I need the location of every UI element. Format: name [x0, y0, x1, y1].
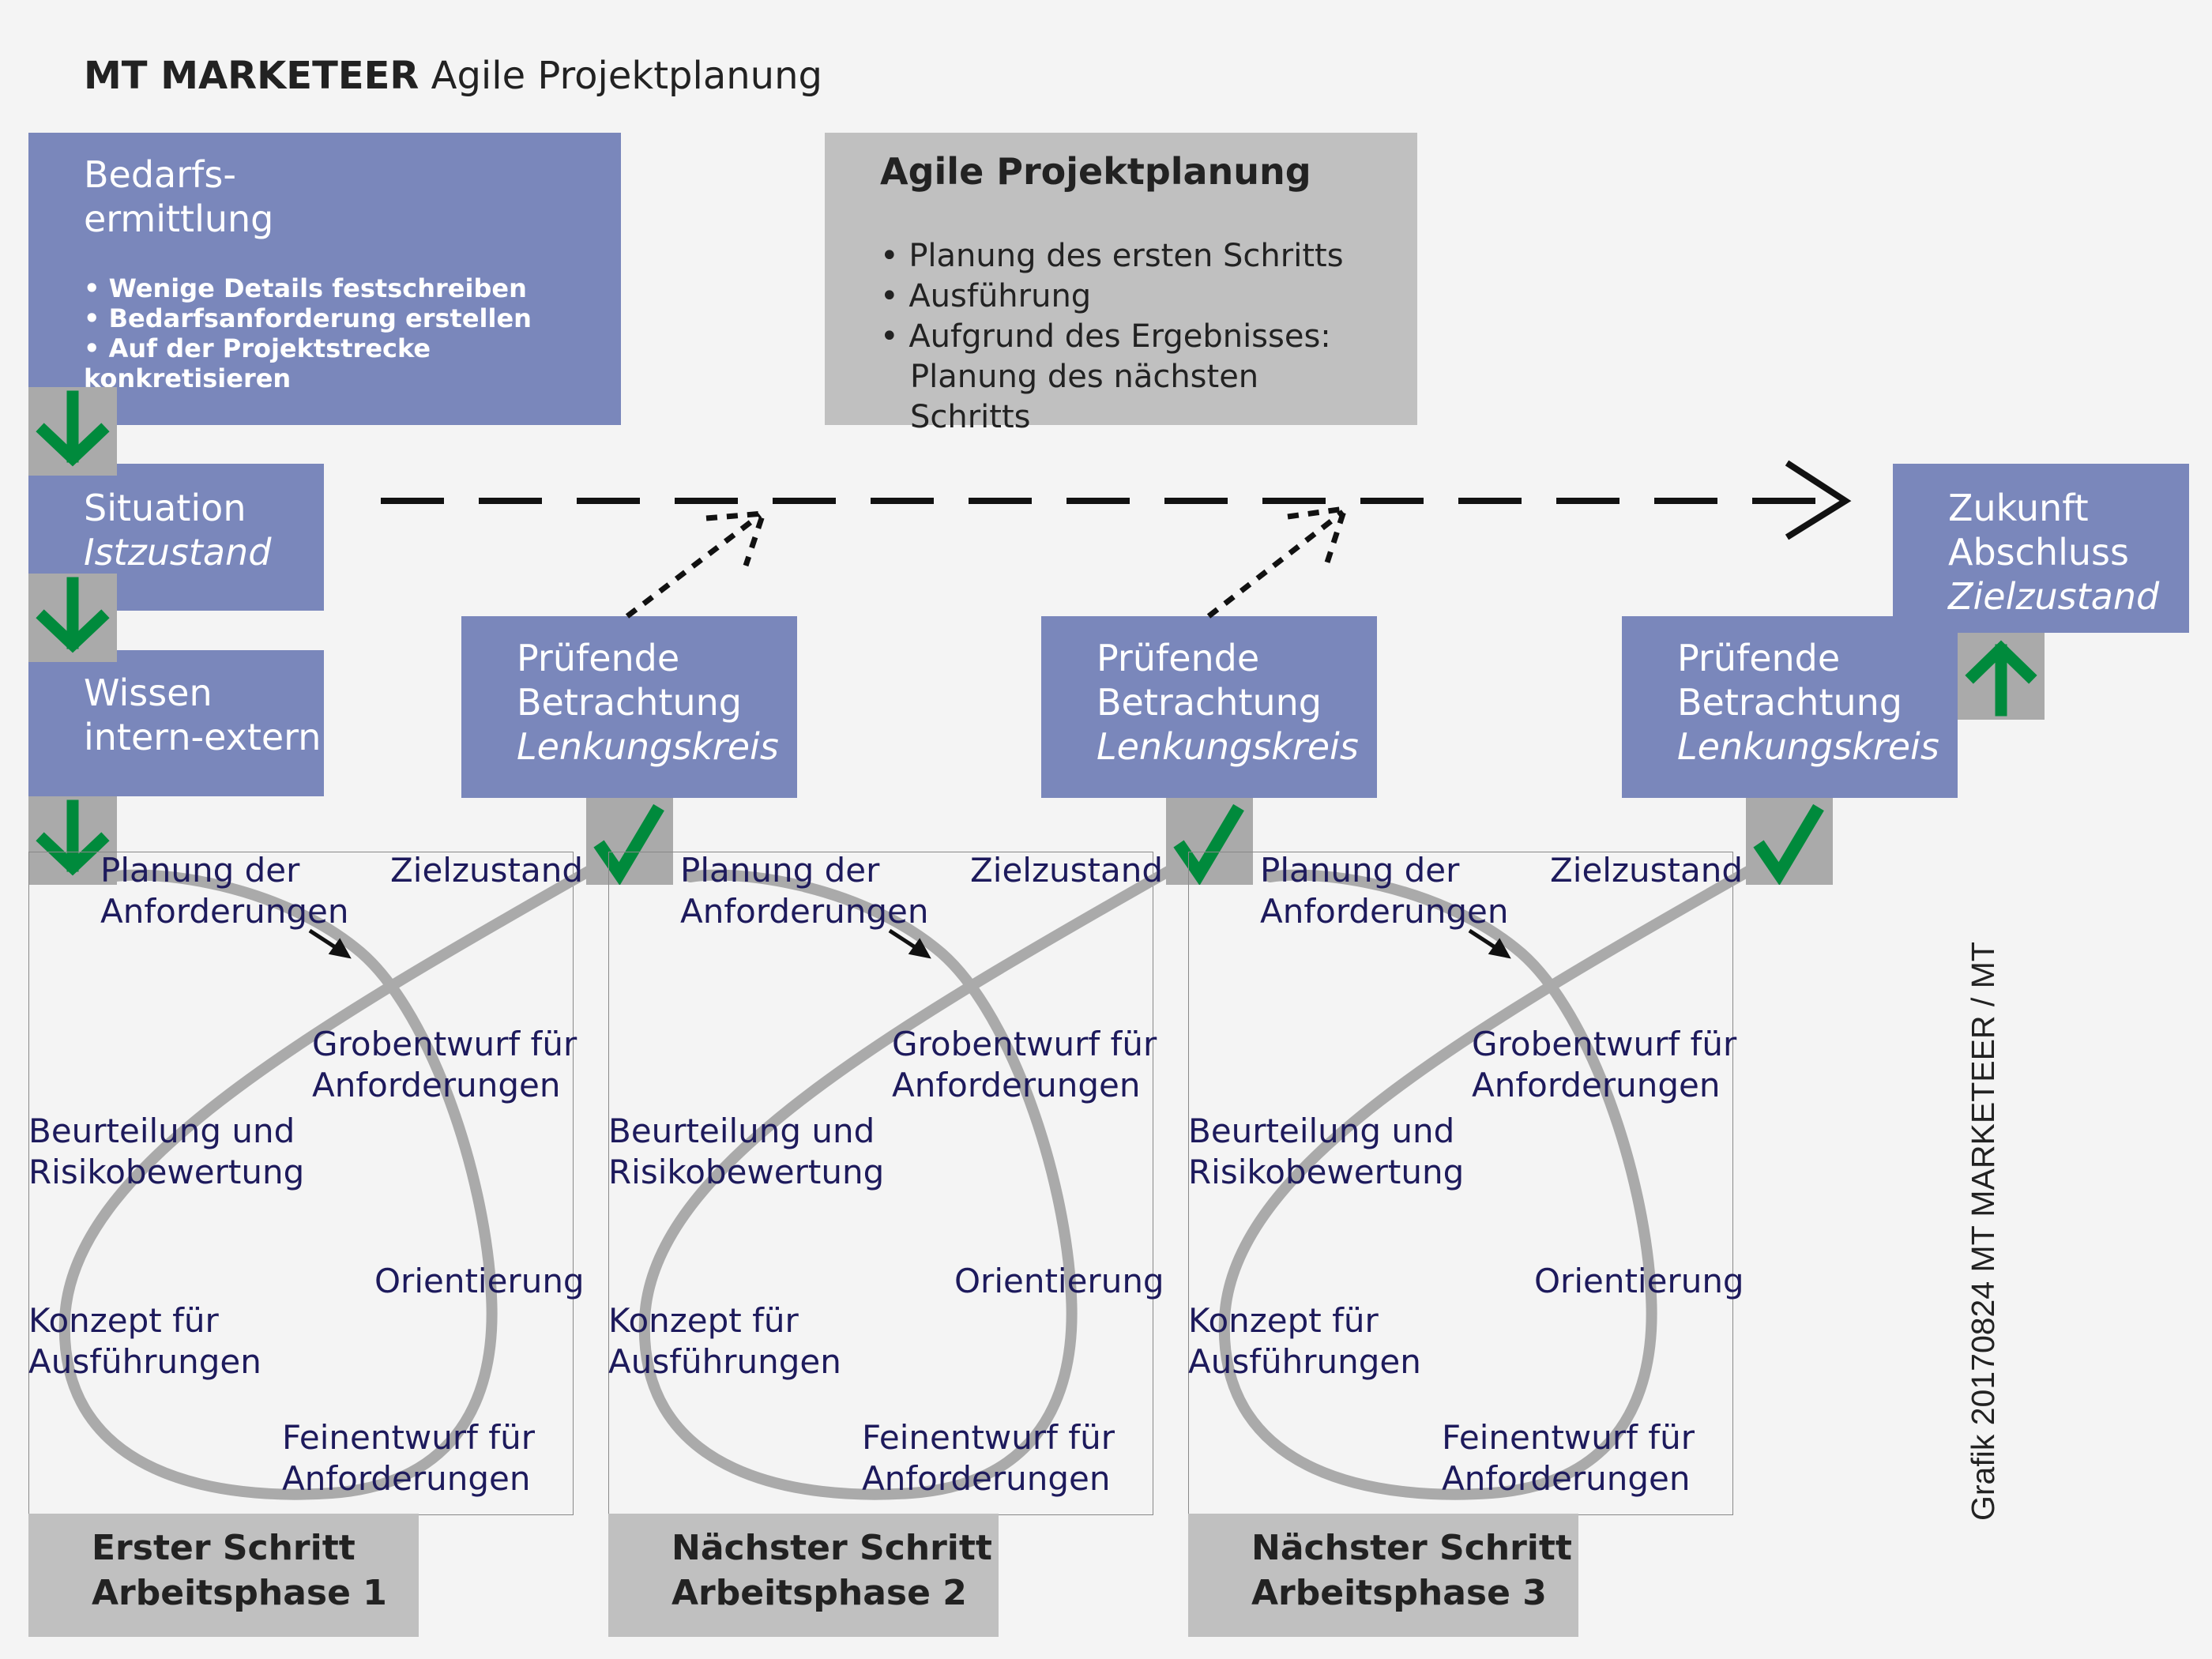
arrow-down-icon: [36, 799, 110, 876]
arrow-tile: [28, 574, 117, 662]
loop-3: [1218, 863, 1758, 1500]
pruefende-line1: Prüfende: [517, 637, 680, 679]
bedarf-title-line2: ermittlung: [84, 198, 274, 240]
checkmark-icon: [1753, 803, 1824, 886]
agile-bullet: Planung des ersten Schritts: [880, 236, 1386, 276]
arrow-down-icon: [36, 577, 110, 653]
label-zielzustand: Zielzustand: [390, 851, 583, 890]
zukunft-line2: Abschluss: [1948, 531, 2129, 574]
agile-info-title: Agile Projektplanung: [880, 150, 1311, 193]
bedarf-title-line1: Bedarfs-: [84, 153, 236, 196]
arrow-down-icon: [36, 390, 110, 467]
loop-1: [58, 863, 598, 1500]
pruefende-line1: Prüfende: [1097, 637, 1260, 679]
loop-2: [638, 863, 1178, 1500]
pruefende-box-2: Prüfende Betrachtung Lenkungskreis: [1041, 616, 1377, 798]
timeline-dashed-arrow: [381, 460, 1852, 540]
situation-line2: Istzustand: [84, 531, 272, 574]
agile-info-bullets: Planung des ersten Schritts Ausführung A…: [880, 236, 1386, 438]
pruefende-line3: Lenkungskreis: [1097, 725, 1359, 768]
label-zielzustand: Zielzustand: [1550, 851, 1743, 890]
small-arrow-icons: [308, 928, 1511, 959]
arrow-tile: [28, 796, 117, 885]
pruefende-line1: Prüfende: [1677, 637, 1841, 679]
checkmark-icon: [593, 803, 664, 886]
wissen-line2: intern-extern: [84, 716, 322, 758]
bedarf-bullets: Wenige Details festschreiben Bedarfsanfo…: [84, 273, 621, 393]
zukunft-line3: Zielzustand: [1948, 575, 2160, 618]
pruefende-box-3: Prüfende Betrachtung Lenkungskreis: [1622, 616, 1958, 798]
arrow-tile: [1958, 633, 2045, 720]
dotted-review-arrow-1: [625, 510, 767, 619]
agile-bullet: Aufgrund des Ergebnisses: Planung des nä…: [880, 317, 1386, 438]
label-orientierung: Orientierung: [374, 1262, 585, 1300]
bedarf-bullet: Auf der Projektstrecke konkretisieren: [84, 333, 621, 393]
zukunft-box: Zukunft Abschluss Zielzustand: [1893, 464, 2189, 633]
pruefende-line3: Lenkungskreis: [517, 725, 779, 768]
page-title: MT MARKETEER Agile Projektplanung: [84, 54, 822, 98]
dotted-review-arrow-2: [1206, 505, 1349, 619]
check-tile: [1166, 798, 1253, 886]
check-tile: [586, 798, 673, 886]
agile-bullet: Ausführung: [880, 276, 1386, 317]
wissen-line1: Wissen: [84, 672, 213, 714]
bedarf-bullet: Wenige Details festschreiben: [84, 273, 621, 303]
graphic-credit: Grafik 20170824 MT MARKETEER / MT: [1965, 942, 2001, 1521]
pruefende-line3: Lenkungskreis: [1677, 725, 1939, 768]
check-tile: [1746, 798, 1833, 886]
brand-name: MT MARKETEER: [84, 54, 419, 98]
title-rest: Agile Projektplanung: [431, 54, 822, 98]
pruefende-line2: Betrachtung: [1097, 681, 1322, 724]
agile-info-box: Agile Projektplanung Planung des ersten …: [825, 133, 1417, 435]
pruefende-box-1: Prüfende Betrachtung Lenkungskreis: [461, 616, 797, 798]
pruefende-line2: Betrachtung: [1677, 681, 1902, 724]
label-orientierung: Orientierung: [954, 1262, 1164, 1300]
pruefende-line2: Betrachtung: [517, 681, 742, 724]
label-orientierung: Orientierung: [1534, 1262, 1744, 1300]
situation-box: Situation Istzustand: [28, 464, 324, 611]
situation-line1: Situation: [84, 487, 246, 529]
arrow-tile: [28, 387, 117, 476]
wissen-box: Wissen intern-extern: [28, 650, 324, 796]
bedarf-bullet: Bedarfsanforderung erstellen: [84, 303, 621, 333]
arrow-up-icon: [1965, 640, 2037, 717]
zukunft-line1: Zukunft: [1948, 487, 2089, 529]
bedarfsermittlung-box: Bedarfs- ermittlung Wenige Details fests…: [28, 133, 621, 425]
label-zielzustand: Zielzustand: [970, 851, 1163, 890]
checkmark-icon: [1173, 803, 1244, 886]
